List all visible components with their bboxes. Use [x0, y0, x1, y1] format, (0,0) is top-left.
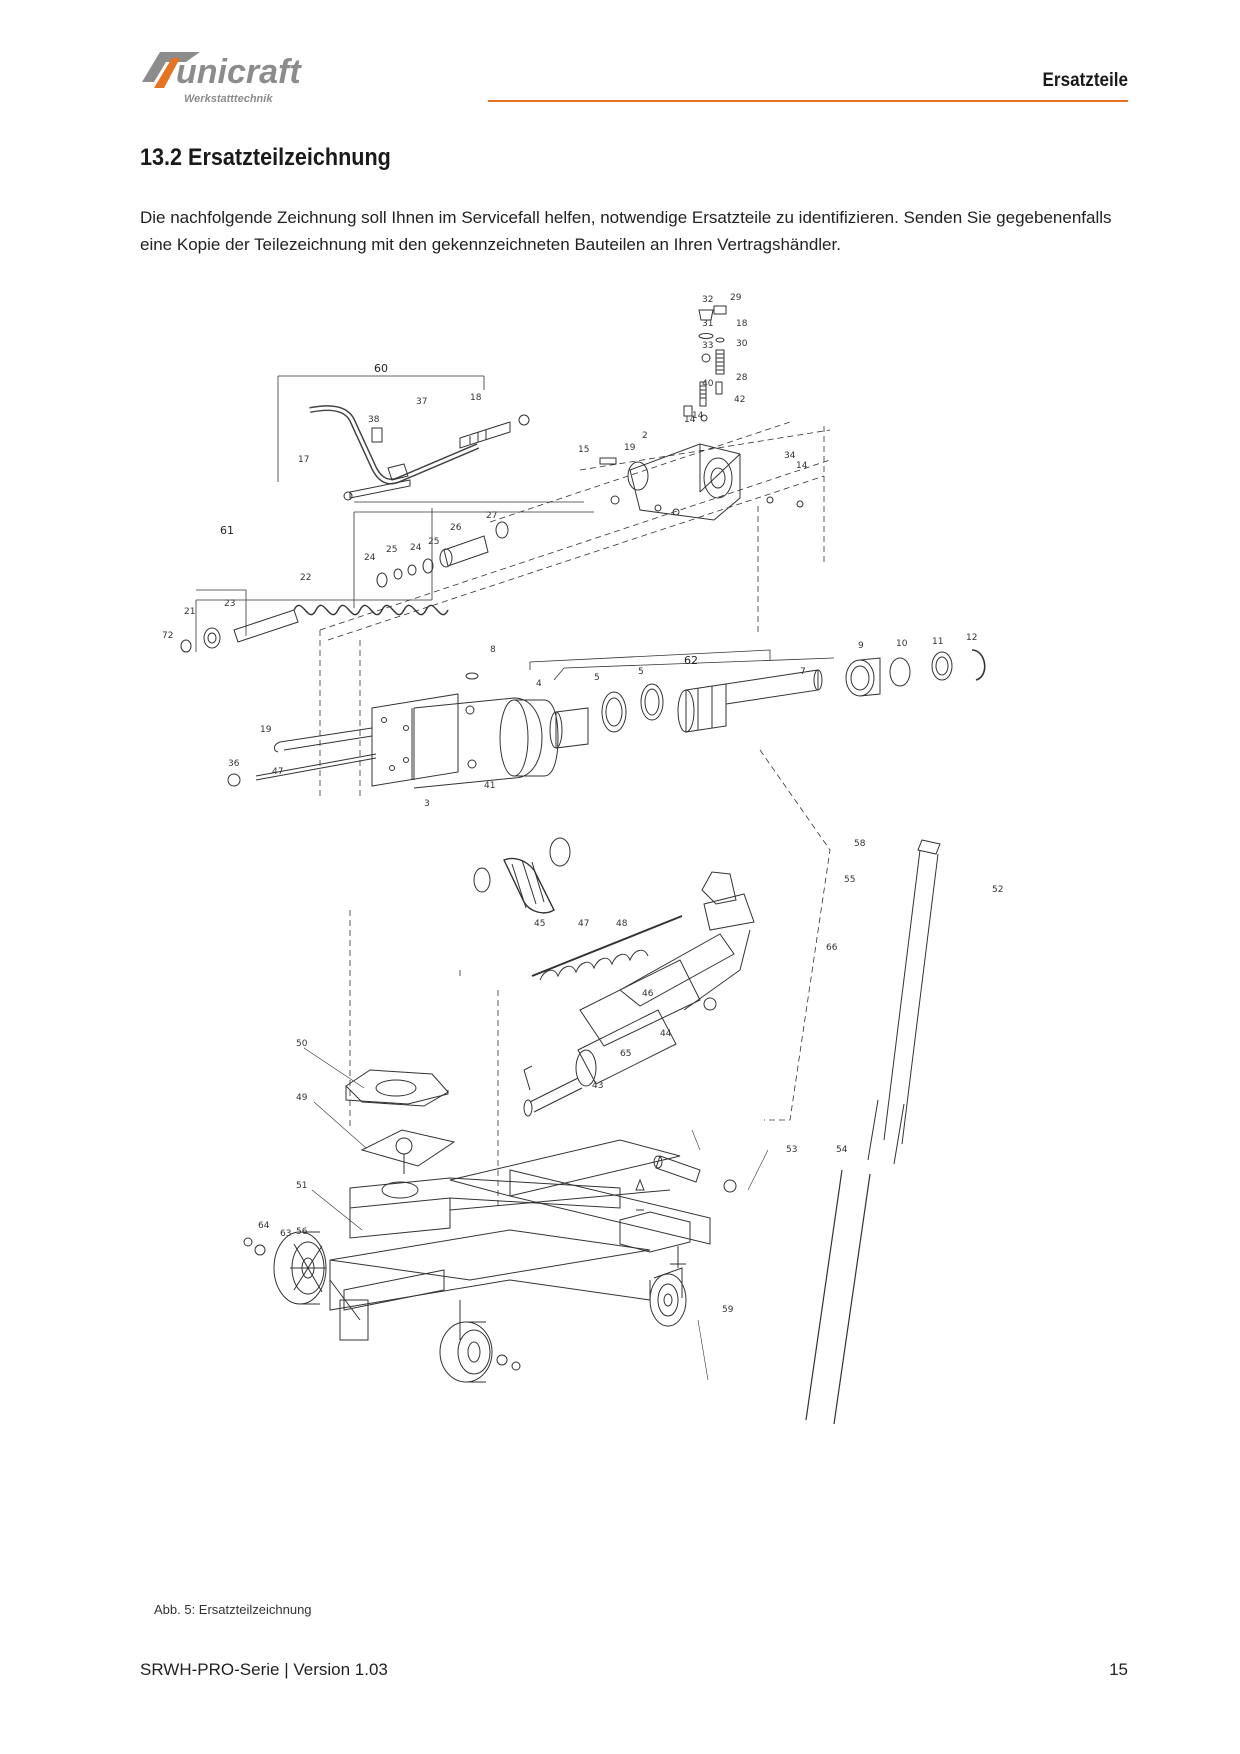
- part-number-label: 64: [258, 1221, 270, 1231]
- part-number-label: 43: [592, 1081, 603, 1091]
- part-number-label: 28: [736, 373, 748, 383]
- unicraft-logo: unicraft Werkstatttechnik: [142, 52, 302, 105]
- part-number-label: 62: [684, 654, 698, 667]
- part-number-label: 72: [162, 631, 173, 641]
- part-number-label: 9: [858, 641, 864, 651]
- part-number-label: 41: [484, 781, 495, 791]
- part-number-label: 40: [702, 379, 714, 389]
- part-number-label: 50: [296, 1039, 308, 1049]
- part-number-label: 11: [932, 637, 943, 647]
- part-number-label: 24: [410, 543, 422, 553]
- part-number-label: 24: [364, 553, 376, 563]
- part-number-label: 27: [486, 511, 497, 521]
- part-number-label: 47: [272, 767, 283, 777]
- part-number-label: 14: [796, 461, 808, 471]
- part-number-label: 31: [702, 319, 713, 329]
- part-number-label: 47: [578, 919, 589, 929]
- part-number-label: 2: [642, 431, 648, 441]
- part-number-label: 4: [536, 679, 542, 689]
- brand-subtitle: Werkstatttechnik: [184, 93, 273, 105]
- part-number-label: 51: [296, 1181, 307, 1191]
- part-number-label: 54: [836, 1145, 848, 1155]
- part-number-label: 18: [470, 393, 482, 403]
- part-number-label: 36: [228, 759, 240, 769]
- part-number-label: 30: [736, 339, 748, 349]
- chassis-assembly: [243, 749, 941, 1425]
- part-number-label: 45: [534, 919, 545, 929]
- part-number-label: 26: [450, 523, 462, 533]
- part-number-label: 42: [734, 395, 745, 405]
- part-number-label: 18: [736, 319, 748, 329]
- part-number-label: 65: [620, 1049, 631, 1059]
- part-number-label: 25: [386, 545, 397, 555]
- part-number-label: 56: [296, 1227, 308, 1237]
- part-number-label: 23: [224, 599, 235, 609]
- part-number-label: 61: [220, 524, 234, 537]
- part-number-label: 5: [638, 667, 644, 677]
- part-number-label: 46: [642, 989, 654, 999]
- part-number-label: 29: [730, 293, 742, 303]
- part-number-label: 21: [184, 607, 195, 617]
- part-number-label: 14: [692, 411, 704, 421]
- part-number-label: 53: [786, 1145, 797, 1155]
- intro-paragraph: Die nachfolgende Zeichnung soll Ihnen im…: [140, 208, 1112, 254]
- footer-product-version: SRWH-PRO-Serie | Version 1.03: [140, 1660, 388, 1679]
- part-number-label: 15: [578, 445, 589, 455]
- part-number-label: 33: [702, 341, 713, 351]
- header-section-title: Ersatzteile: [1042, 70, 1128, 91]
- page-number: 15: [1109, 1660, 1128, 1679]
- part-labels: 32 29 31 18 33 30 40 28 42 60 37 18 38 1…: [162, 293, 1003, 1315]
- part-number-label: 32: [702, 295, 713, 305]
- part-number-label: 55: [844, 875, 855, 885]
- part-number-label: 48: [616, 919, 628, 929]
- part-number-label: 59: [722, 1305, 734, 1315]
- header-divider: [488, 100, 1128, 102]
- part-number-label: 22: [300, 573, 311, 583]
- part-number-label: 12: [966, 633, 977, 643]
- part-number-label: 37: [416, 397, 427, 407]
- brand-name: unicraft: [176, 53, 302, 91]
- part-number-label: 66: [826, 943, 838, 953]
- part-number-label: 38: [368, 415, 380, 425]
- spare-parts-drawing: 32 29 31 18 33 30 40 28 42 60 37 18 38 1…: [162, 293, 1003, 1425]
- page-title: 13.2 Ersatzteilzeichnung: [140, 144, 391, 171]
- part-number-label: 34: [784, 451, 796, 461]
- part-number-label: 60: [374, 362, 388, 375]
- part-number-label: 19: [624, 443, 636, 453]
- cylinder-assembly: [227, 649, 986, 789]
- part-number-label: 63: [280, 1229, 291, 1239]
- part-number-label: 3: [424, 799, 430, 809]
- part-number-label: 44: [660, 1029, 672, 1039]
- part-number-label: 17: [298, 455, 309, 465]
- part-number-label: 5: [594, 673, 600, 683]
- part-number-label: 58: [854, 839, 866, 849]
- part-number-label: 25: [428, 537, 439, 547]
- part-number-label: 10: [896, 639, 908, 649]
- part-number-label: 7: [800, 667, 806, 677]
- part-number-label: 52: [992, 885, 1003, 895]
- part-number-label: 19: [260, 725, 272, 735]
- figure-caption: Abb. 5: Ersatzteilzeichnung: [154, 1602, 312, 1617]
- part-number-label: 8: [490, 645, 496, 655]
- pump-assembly: [180, 305, 831, 800]
- part-number-label: 49: [296, 1093, 308, 1103]
- part-number-label: 14: [684, 415, 696, 425]
